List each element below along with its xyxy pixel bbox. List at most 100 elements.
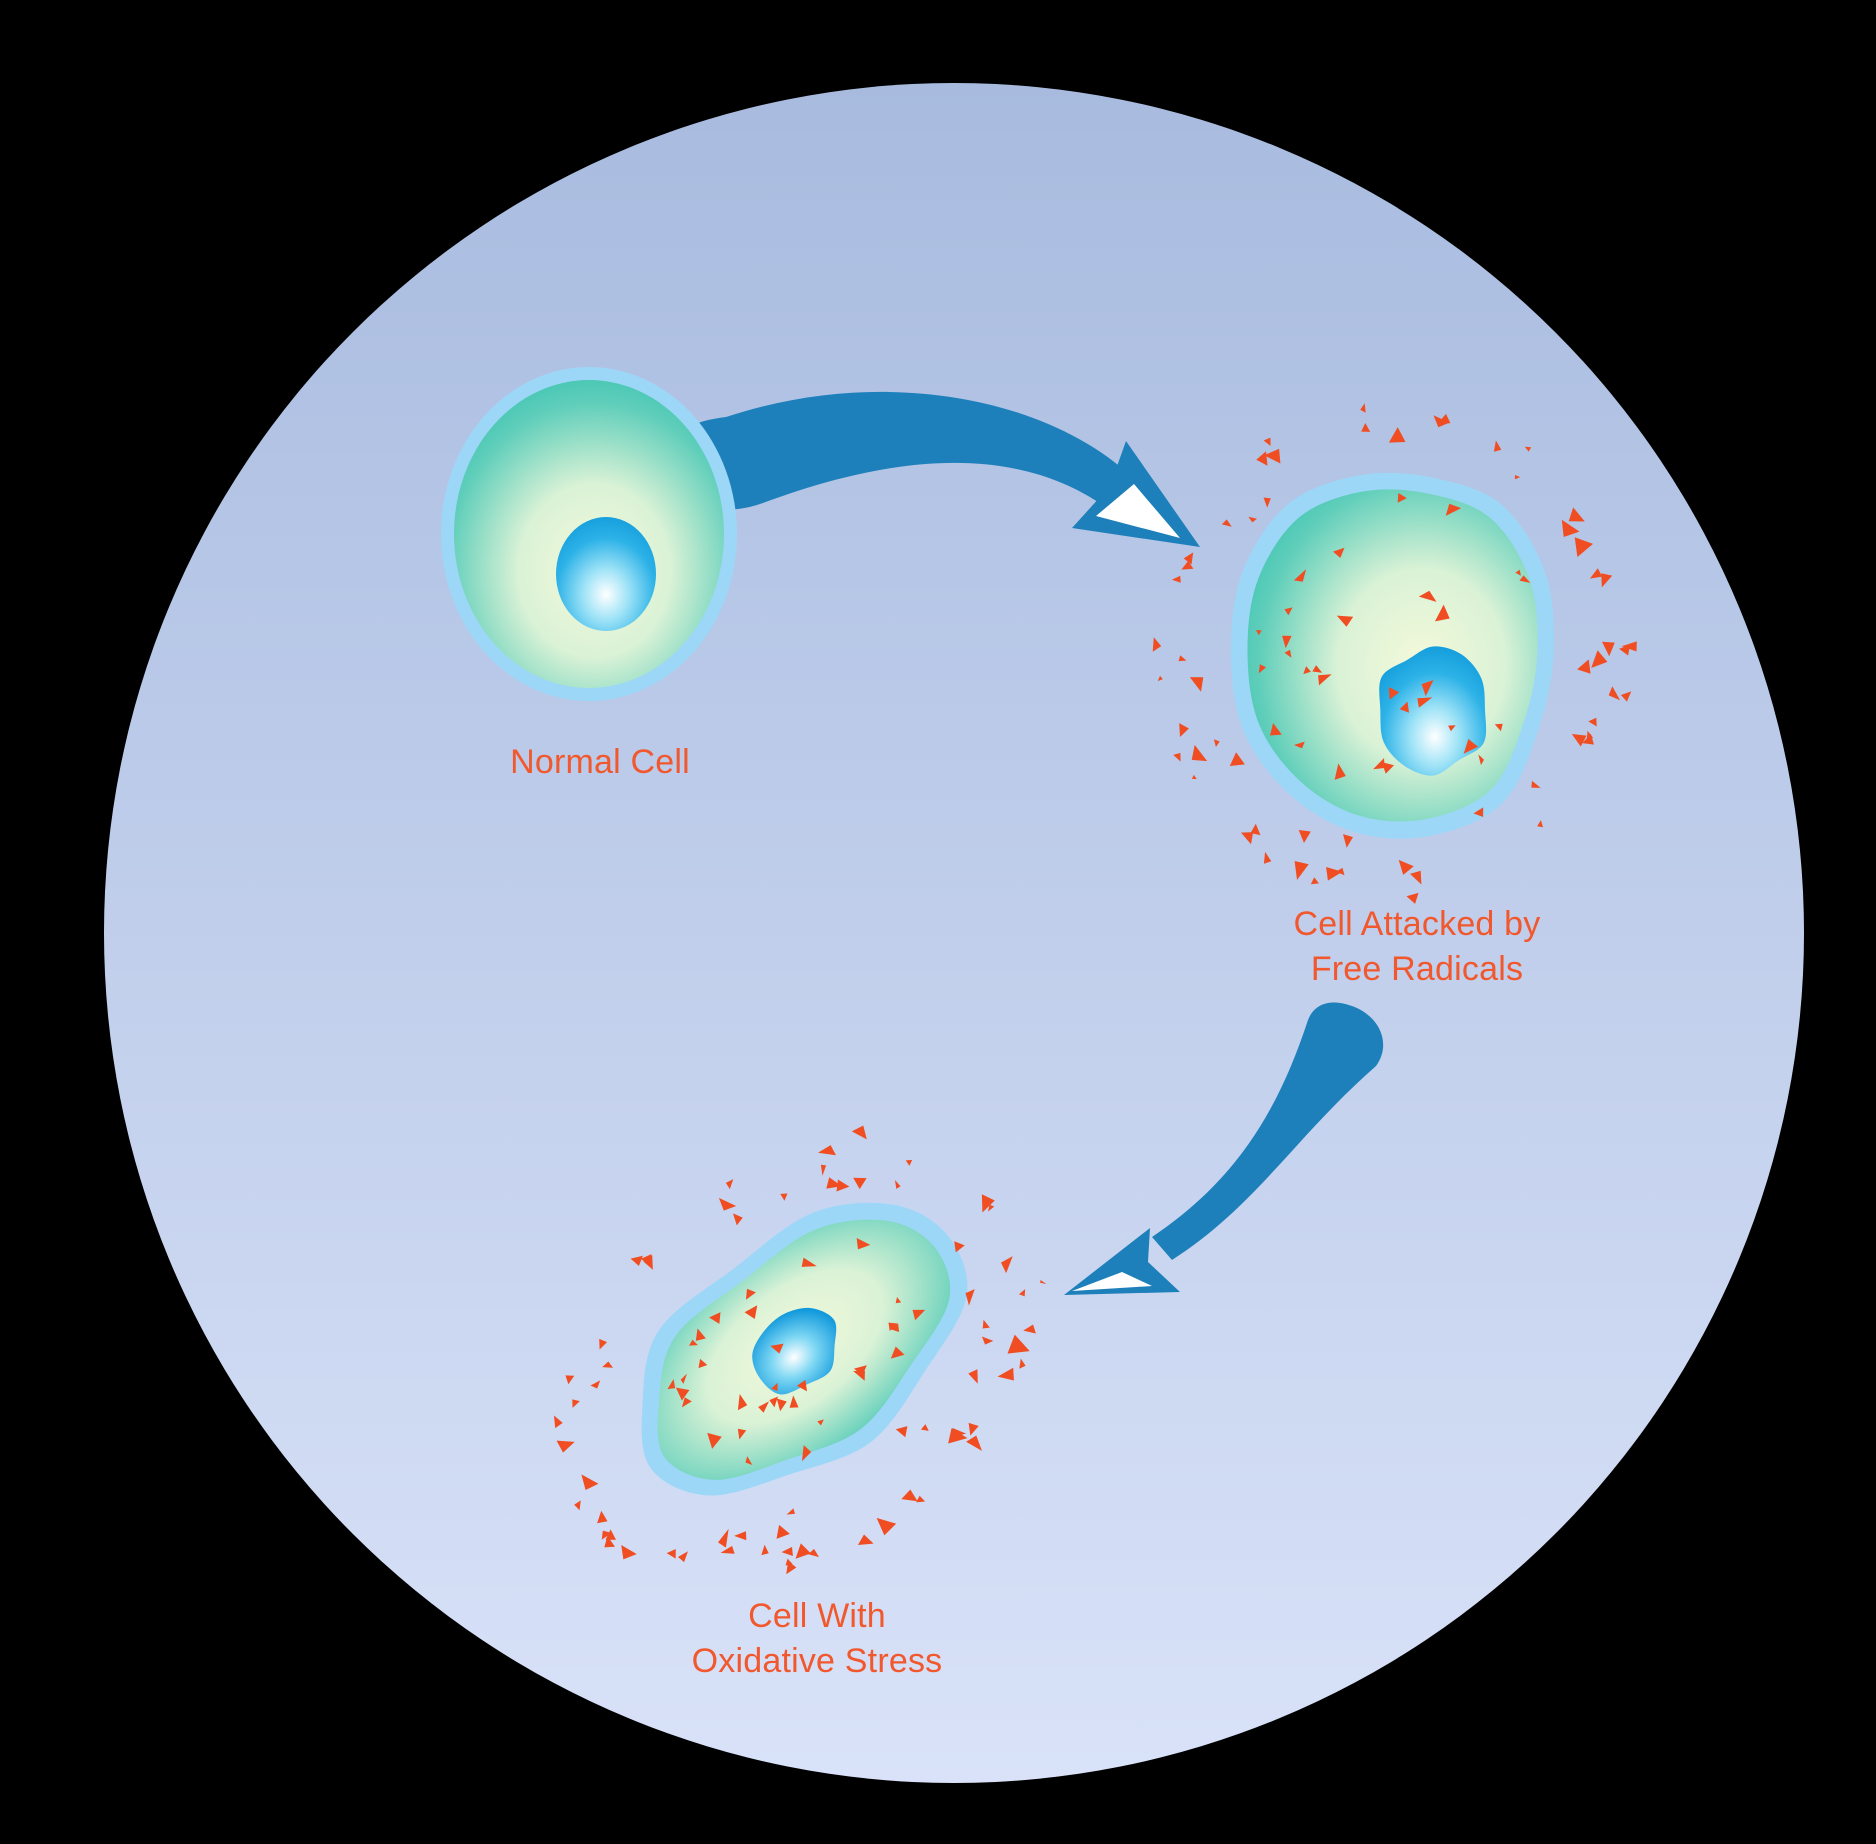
free-radical-speck bbox=[820, 1164, 827, 1176]
free-radical-speck bbox=[890, 1323, 900, 1332]
stage-circle bbox=[104, 83, 1804, 1783]
free-radical-speck bbox=[1621, 641, 1637, 652]
free-radical-speck bbox=[1000, 1256, 1013, 1274]
free-radical-speck bbox=[817, 1419, 824, 1426]
free-radical-speck bbox=[720, 1545, 735, 1554]
free-radical-speck bbox=[1178, 655, 1187, 662]
free-radical-speck bbox=[920, 1424, 929, 1431]
free-radical-speck bbox=[698, 1358, 708, 1369]
free-radical-speck bbox=[968, 1369, 978, 1384]
free-radical-speck bbox=[781, 1546, 793, 1557]
free-radical-speck bbox=[776, 1524, 790, 1539]
free-radical-speck bbox=[982, 1319, 990, 1329]
free-radical-speck bbox=[1293, 569, 1307, 582]
free-radical-speck bbox=[968, 1422, 979, 1436]
free-radical-speck bbox=[1173, 752, 1181, 762]
free-radical-speck bbox=[1318, 674, 1332, 686]
normal-cell bbox=[441, 367, 737, 701]
free-radical-speck bbox=[1417, 697, 1433, 708]
free-radical-speck bbox=[1263, 851, 1272, 864]
free-radical-speck bbox=[1343, 834, 1353, 848]
free-radical-speck bbox=[1152, 637, 1162, 652]
free-radical-speck bbox=[1588, 717, 1597, 727]
free-radical-speck bbox=[905, 1159, 913, 1166]
free-radical-speck bbox=[1574, 537, 1593, 557]
free-radical-speck bbox=[1270, 723, 1282, 736]
free-radical-speck bbox=[789, 1395, 799, 1408]
free-radical-speck bbox=[895, 1297, 902, 1304]
free-radical-speck bbox=[1591, 650, 1608, 668]
free-radical-speck bbox=[1571, 734, 1587, 747]
free-radical-speck bbox=[1189, 677, 1204, 692]
arrow-shaft bbox=[1152, 1002, 1384, 1260]
free-radical-speck bbox=[796, 1379, 807, 1392]
free-radical-speck bbox=[1326, 867, 1343, 881]
free-radical-speck bbox=[912, 1309, 926, 1321]
arrow-shaft bbox=[667, 391, 1132, 510]
free-radical-speck bbox=[1519, 575, 1531, 583]
free-radical-speck bbox=[1264, 448, 1281, 464]
free-radical-speck bbox=[1448, 725, 1456, 732]
free-radical-speck bbox=[761, 1544, 769, 1556]
free-radical-speck bbox=[894, 1179, 901, 1189]
free-radical-speck bbox=[895, 1426, 908, 1438]
arrowhead-notch bbox=[1072, 1272, 1152, 1291]
free-radical-speck bbox=[966, 1435, 982, 1451]
free-radical-speck bbox=[1478, 754, 1484, 766]
free-radical-speck bbox=[817, 1145, 836, 1156]
free-radical-speck bbox=[1256, 451, 1268, 466]
free-radical-speck bbox=[801, 1445, 812, 1462]
normal-cell-nucleus bbox=[556, 517, 656, 631]
attacked-cell bbox=[1152, 403, 1637, 904]
free-radical-speck bbox=[1336, 615, 1354, 627]
free-radical-speck bbox=[1241, 832, 1254, 845]
free-radical-speck bbox=[1397, 493, 1407, 503]
free-radical-speck bbox=[1213, 739, 1220, 747]
free-radical-speck bbox=[857, 1534, 874, 1546]
free-radical-speck bbox=[1229, 752, 1245, 766]
free-radical-speck bbox=[997, 1367, 1014, 1381]
free-radical-speck bbox=[1248, 516, 1257, 523]
free-radical-speck bbox=[1589, 568, 1603, 579]
free-radical-speck bbox=[776, 1398, 787, 1412]
arrow-normal-to-attacked bbox=[667, 391, 1200, 547]
free-radical-speck bbox=[888, 1322, 899, 1331]
free-radical-speck bbox=[876, 1517, 897, 1536]
free-radical-speck bbox=[604, 1535, 616, 1548]
free-radical-speck bbox=[707, 1432, 722, 1449]
free-radical-speck bbox=[1221, 519, 1232, 527]
stressed-cell-nucleus bbox=[752, 1307, 837, 1395]
free-radical-speck bbox=[851, 1125, 867, 1140]
free-radical-speck bbox=[780, 1193, 788, 1201]
free-radical-speck bbox=[786, 1508, 796, 1515]
free-radical-speck bbox=[597, 1510, 608, 1524]
free-radical-speck bbox=[1531, 780, 1541, 788]
free-radical-speck bbox=[1388, 427, 1406, 443]
free-radical-speck bbox=[1284, 649, 1292, 658]
arrowhead-notch bbox=[1096, 484, 1180, 538]
free-radical-speck bbox=[1183, 552, 1194, 565]
free-radical-speck bbox=[1303, 666, 1311, 675]
free-radical-speck bbox=[785, 1558, 793, 1566]
free-radical-speck bbox=[1608, 686, 1621, 701]
free-radical-speck bbox=[1361, 423, 1371, 432]
free-radical-speck bbox=[1399, 701, 1409, 713]
free-radical-speck bbox=[666, 1549, 676, 1559]
free-radical-speck bbox=[954, 1241, 965, 1253]
free-radical-speck bbox=[801, 1257, 817, 1267]
free-radical-speck bbox=[1333, 547, 1345, 558]
free-radical-speck bbox=[758, 1401, 770, 1413]
free-radical-speck bbox=[1406, 892, 1419, 904]
arrowhead bbox=[1064, 1228, 1180, 1295]
free-radical-speck bbox=[621, 1544, 637, 1560]
free-radical-speck bbox=[769, 1396, 778, 1408]
free-radicals-around-attacked-cell bbox=[1152, 403, 1637, 904]
free-radical-speck bbox=[745, 1288, 756, 1300]
free-radical-speck bbox=[1373, 758, 1385, 770]
free-radical-speck bbox=[1263, 497, 1271, 508]
free-radical-speck bbox=[1561, 519, 1580, 537]
free-radicals-around-stressed-cell bbox=[553, 1125, 1047, 1575]
free-radical-speck bbox=[1360, 403, 1366, 413]
